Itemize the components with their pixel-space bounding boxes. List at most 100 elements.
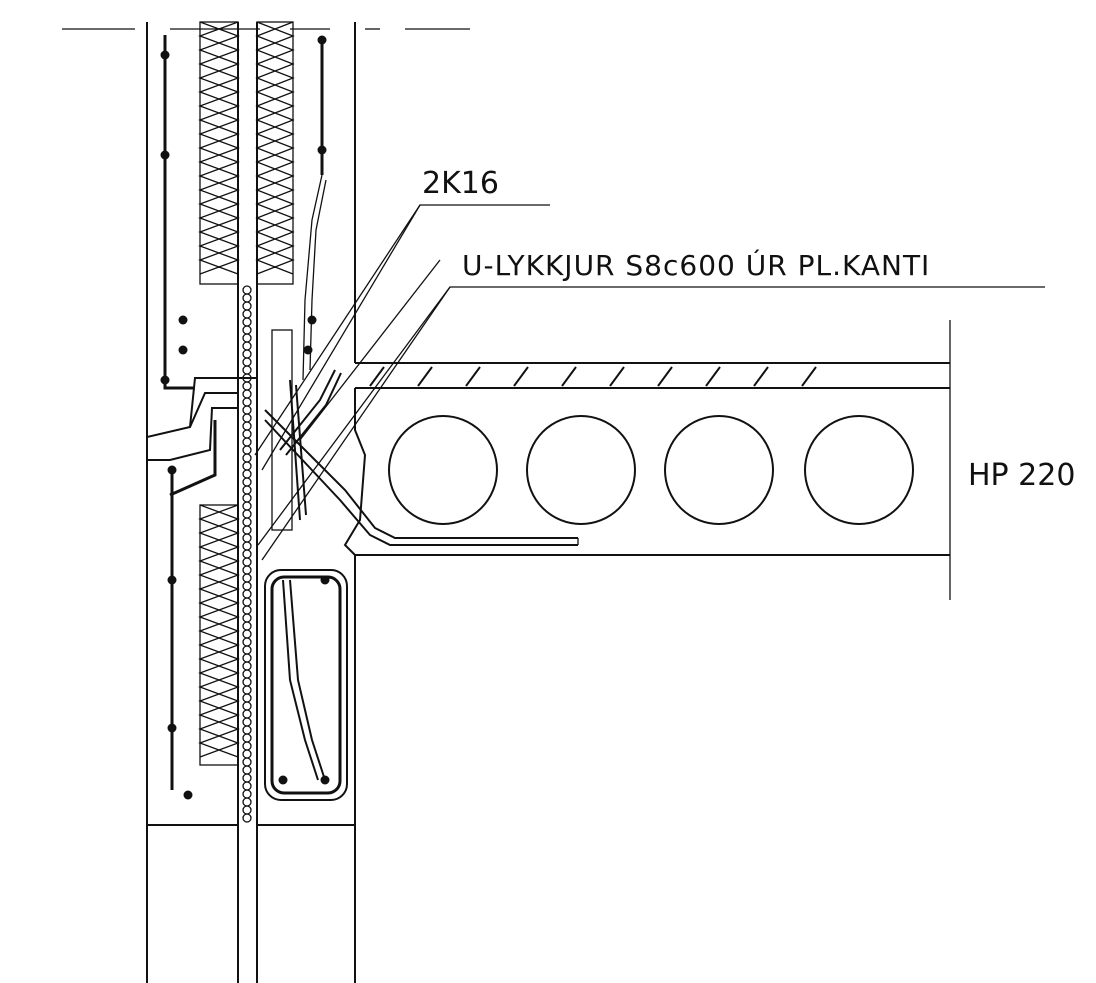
rebar-dot xyxy=(178,315,188,325)
cavity-fill-granule xyxy=(242,653,252,663)
cavity-fill-granule xyxy=(242,749,252,759)
cavity-fill-granule xyxy=(242,605,252,615)
cavity-fill-granule xyxy=(242,461,252,471)
hollow-core-slab xyxy=(355,320,951,600)
lower-insulation xyxy=(198,504,240,766)
rebar-dot xyxy=(303,345,313,355)
cavity-fill-granule xyxy=(242,509,252,519)
cavity-fill-granule xyxy=(242,477,252,487)
cavity-fill xyxy=(242,285,252,823)
rebar-dot xyxy=(317,35,327,45)
cavity-fill-granule xyxy=(242,517,252,527)
cavity-fill-granule xyxy=(242,325,252,335)
wall-outline xyxy=(146,22,356,983)
cavity-fill-granule xyxy=(242,565,252,575)
cavity-fill-granule xyxy=(242,453,252,463)
cavity-fill-granule xyxy=(242,677,252,687)
cavity-fill-granule xyxy=(242,765,252,775)
cavity-fill-granule xyxy=(242,557,252,567)
rebar-dot xyxy=(167,575,177,585)
cavity-fill-granule xyxy=(242,285,252,295)
cavity-fill-granule xyxy=(242,685,252,695)
cavity-fill-granule xyxy=(242,533,252,543)
topping-hatch-stroke xyxy=(657,366,673,387)
wall-reinforcement xyxy=(163,35,327,790)
cavity-fill-granule xyxy=(242,813,252,823)
cavity-fill-granule xyxy=(242,485,252,495)
cavity-fill-granule xyxy=(242,661,252,671)
edge-beam xyxy=(264,569,348,801)
topping-hatch-stroke xyxy=(561,366,577,387)
cavity-fill-granule xyxy=(242,365,252,375)
rebar-dot xyxy=(160,375,170,385)
cavity-fill-granule xyxy=(242,757,252,767)
slab-core xyxy=(664,415,774,525)
cavity-fill-granule xyxy=(242,421,252,431)
cavity-fill-granule xyxy=(242,645,252,655)
cavity-fill-granule xyxy=(242,621,252,631)
cavity-fill-granule xyxy=(242,357,252,367)
cavity-fill-granule xyxy=(242,781,252,791)
cavity-fill-granule xyxy=(242,333,252,343)
cavity-fill-granule xyxy=(242,805,252,815)
cavity-fill-granule xyxy=(242,445,252,455)
cavity-fill-granule xyxy=(242,709,252,719)
cavity-fill-granule xyxy=(242,437,252,447)
cavity-fill-granule xyxy=(242,309,252,319)
rebar-dot xyxy=(278,775,288,785)
slab-cores xyxy=(388,415,914,525)
cavity-fill-granule xyxy=(242,573,252,583)
rebar-dot xyxy=(160,150,170,160)
cavity-fill-granule xyxy=(242,405,252,415)
cavity-fill-granule xyxy=(242,389,252,399)
cavity-fill-granule xyxy=(242,469,252,479)
cavity-fill-granule xyxy=(242,341,252,351)
topping-hatch-stroke xyxy=(753,366,769,387)
cavity-fill-granule xyxy=(242,525,252,535)
topping-hatch-stroke xyxy=(369,366,385,387)
cavity-fill-granule xyxy=(242,629,252,639)
slab-core xyxy=(388,415,498,525)
topping-hatch-stroke xyxy=(465,366,481,387)
wall-step xyxy=(146,377,257,461)
cavity-fill-granule xyxy=(242,493,252,503)
topping-hatch-stroke xyxy=(513,366,529,387)
rebar-dot xyxy=(160,50,170,60)
cavity-fill-granule xyxy=(242,773,252,783)
cavity-fill-granule xyxy=(242,701,252,711)
cavity-fill-granule xyxy=(242,733,252,743)
rebar-dot xyxy=(167,723,177,733)
cavity-fill-granule xyxy=(242,381,252,391)
topping-hatch-stroke xyxy=(609,366,625,387)
cavity-fill-granule xyxy=(242,741,252,751)
cavity-fill-granule xyxy=(242,349,252,359)
cavity-fill-granule xyxy=(242,317,252,327)
cavity-fill-granule xyxy=(242,693,252,703)
cavity-fill-granule xyxy=(242,797,252,807)
cavity-fill-granule xyxy=(242,725,252,735)
label-2k16: 2K16 xyxy=(422,166,499,201)
topping-hatch-stroke xyxy=(801,366,817,387)
cavity-fill-granule xyxy=(242,429,252,439)
rebar-dot xyxy=(178,345,188,355)
upper-insulation xyxy=(198,21,295,285)
cavity-fill-granule xyxy=(242,541,252,551)
rebar-dot xyxy=(317,145,327,155)
cavity-fill-granule xyxy=(242,789,252,799)
cavity-fill-granule xyxy=(242,669,252,679)
rebar-dot xyxy=(183,790,193,800)
slab-core xyxy=(526,415,636,525)
slab-core xyxy=(804,415,914,525)
cavity-fill-granule xyxy=(242,597,252,607)
topping-hatch-stroke xyxy=(417,366,433,387)
cavity-fill-granule xyxy=(242,397,252,407)
topping-hatch-stroke xyxy=(705,366,721,387)
leader-lines xyxy=(254,204,1045,561)
cavity-fill-granule xyxy=(242,637,252,647)
label-slab-type: HP 220 xyxy=(968,458,1075,493)
cavity-fill-granule xyxy=(242,717,252,727)
label-u-loops: U-LYKKJUR S8c600 ÚR PL.KANTI xyxy=(462,248,930,282)
cavity-fill-granule xyxy=(242,613,252,623)
cavity-fill-granule xyxy=(242,581,252,591)
